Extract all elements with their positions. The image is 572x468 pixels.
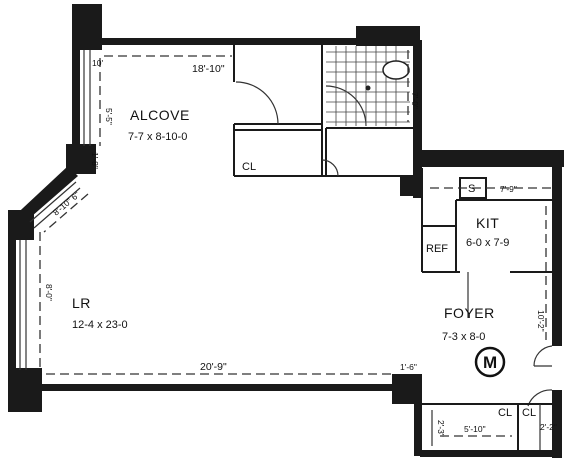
wall-hall-left <box>414 396 422 456</box>
dim-left-small: 1'-8" <box>90 152 100 169</box>
dim-column: 1'-6" <box>400 362 417 372</box>
wall-notch <box>400 176 422 196</box>
sink-label: S <box>468 183 475 195</box>
dim-lr-bottom: 20'-9" <box>200 361 227 373</box>
refrigerator-label: REF <box>426 243 448 255</box>
exterior-walls <box>8 4 564 458</box>
column-bottom <box>392 374 422 404</box>
room-size-kit: 6-0 x 7-9 <box>466 237 509 249</box>
room-name-alcove: ALCOVE <box>130 107 190 123</box>
dim-alcove-window: 5'-5" <box>104 108 114 125</box>
column-bottom-left <box>8 368 42 412</box>
dim-bath-right: 7'-0" <box>410 92 420 109</box>
room-name-kit: KIT <box>476 215 499 231</box>
drain-icon <box>365 85 371 91</box>
wall-top <box>100 38 362 45</box>
m-badge-label: M <box>483 353 497 372</box>
wall-bottom <box>40 384 396 391</box>
wall-right <box>552 160 562 346</box>
dim-hall-bottom: 5'-10" <box>464 424 486 434</box>
dim-hall-left: 2'-3" <box>436 420 446 437</box>
room-name-foyer: FOYER <box>444 305 495 321</box>
closet-label-alcove: CL <box>242 161 256 173</box>
dim-kit-top: 7'-9" <box>500 184 517 194</box>
wall-kitchen-top <box>422 150 564 167</box>
room-size-alcove: 7-7 x 8-10-0 <box>128 131 187 143</box>
toilet-icon <box>382 60 410 80</box>
wall-left-lower <box>8 212 16 372</box>
room-size-lr: 12-4 x 23-0 <box>72 319 128 331</box>
dim-lr-window: 8'-0" <box>44 284 54 301</box>
dim-foyer-right: 10'-2" <box>536 310 546 332</box>
dim-alcove-left: 10' <box>92 58 103 68</box>
wall-right-upper <box>413 40 422 198</box>
dim-closet-right: 2'-2" <box>540 422 557 432</box>
dimension-lines <box>39 50 552 437</box>
wall-right-lower <box>552 390 562 458</box>
m-badge-icon <box>474 346 506 378</box>
wall-left-upper <box>72 48 80 150</box>
closet-label-hall: CL <box>498 407 512 419</box>
column-bay <box>8 210 34 240</box>
dim-alcove-top: 18'-10" <box>192 63 225 75</box>
room-size-foyer: 7-3 x 8-0 <box>442 331 485 343</box>
closet-label-small: CL <box>522 407 536 419</box>
column-top-left <box>72 4 102 50</box>
wall-bottom-hall <box>420 450 562 457</box>
interior-walls <box>233 44 553 450</box>
wall-bath-top <box>356 26 420 46</box>
room-name-lr: LR <box>72 295 91 311</box>
windows <box>19 50 91 370</box>
bathroom-tiles <box>326 46 410 126</box>
